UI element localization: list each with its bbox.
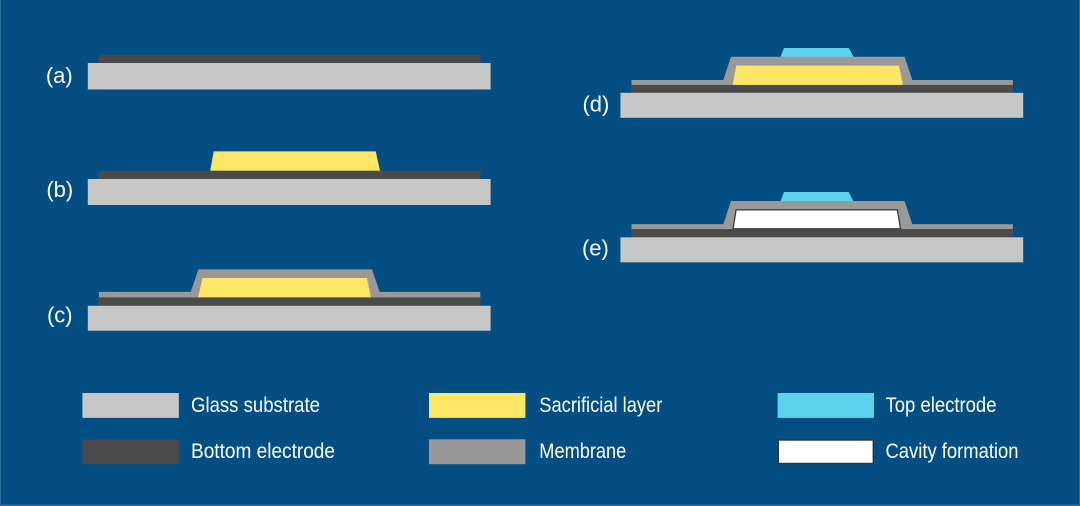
svg-text:Cavity formation: Cavity formation [886, 440, 1019, 463]
svg-text:Sacrificial layer: Sacrificial layer [539, 394, 662, 417]
svg-text:Top electrode: Top electrode [886, 394, 997, 417]
svg-text:(e): (e) [582, 236, 609, 261]
svg-text:(c): (c) [47, 302, 73, 327]
svg-text:(d): (d) [582, 92, 609, 117]
svg-text:(a): (a) [46, 63, 73, 88]
svg-text:Bottom electrode: Bottom electrode [191, 440, 335, 463]
svg-text:(b): (b) [46, 177, 73, 202]
svg-text:Glass substrate: Glass substrate [191, 394, 320, 417]
svg-text:Membrane: Membrane [539, 440, 626, 463]
